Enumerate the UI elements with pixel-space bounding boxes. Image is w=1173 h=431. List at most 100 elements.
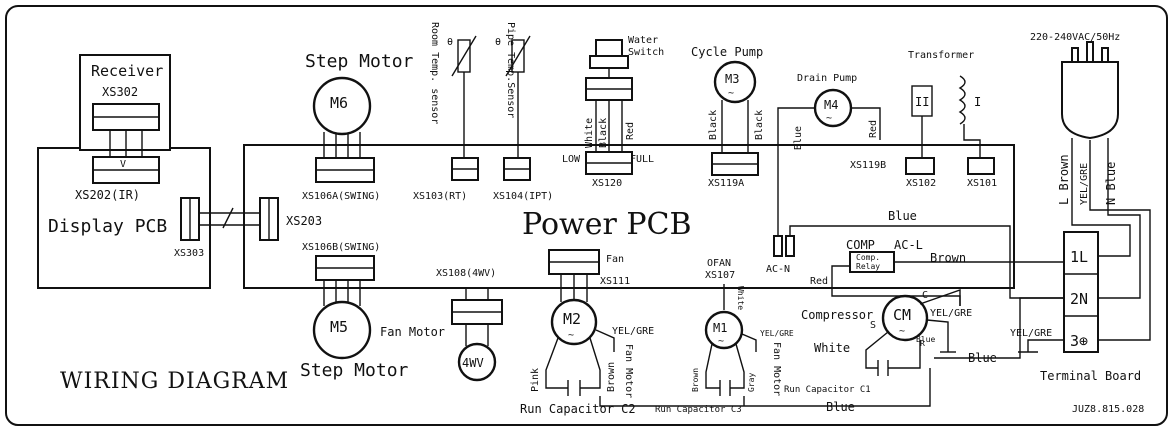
ac-l-label: AC-L [894,238,923,252]
terminal-1l-label: 1L [1070,248,1088,266]
xs104-connector [503,157,531,181]
plug-l-brown-label: L Brown [1057,154,1071,205]
transformer-label: Transformer [908,50,974,61]
xs106b-label: XS106B(SWING) [302,242,380,253]
xs106a-connector [315,157,375,183]
xs104-label: XS104(IPT) [493,191,553,202]
4wv-label: 4WV [462,356,484,370]
xs119a-label: XS119A [708,178,744,189]
fan-motor-m2-label: Fan Motor [623,344,634,398]
yel-gre-tb-label: YEL/GRE [1010,328,1052,339]
fan-label: Fan [606,254,624,265]
ac-n-connector [773,235,795,257]
m6-label: M6 [330,94,348,112]
terminal-2n-label: 2N [1070,290,1088,308]
red-mid-label: Red [810,276,828,287]
supply-label: 220-240VAC/50Hz [1030,32,1120,43]
s-term-label: S [870,320,876,331]
terminal-board [1063,231,1099,353]
motor-m1 [704,310,744,350]
compressor-cm [881,294,929,342]
r-term-label: R [920,339,925,348]
terminal-board-label: Terminal Board [1040,369,1141,383]
xs203-connector [259,197,279,241]
motor-m2 [550,298,598,346]
brown-m2-label: Brown [606,362,617,392]
black-wire-label: Black [598,118,609,148]
xs103-connector [451,157,479,181]
xs303-connector [180,197,200,241]
xs203-label: XS203 [286,214,322,228]
svg-text:~: ~ [899,326,905,337]
blue-cm-label: Blue [916,335,935,344]
yel-gre-m2-label: YEL/GRE [612,326,654,337]
comp-label: COMP [846,238,875,252]
gray-m1-label: Gray [747,373,756,392]
outer-frame [5,5,1168,426]
xs101-connector [967,157,995,175]
svg-text:~: ~ [718,336,724,347]
comp-relay-label: Comp.Relay [856,253,880,271]
c-term-label: C [922,290,928,301]
white-m1-label: White [736,286,745,310]
svg-text:θ: θ [495,37,501,48]
run-cap-c1-label: Run Capacitor C1 [784,385,871,395]
svg-text:θ: θ [447,37,453,48]
xs108-label: XS108(4WV) [436,268,496,279]
low-label: LOW [562,154,581,165]
xs111-label: XS111 [600,276,630,287]
drawing-code: JUZ8.815.028 [1072,404,1144,415]
blue-drain-label: Blue [793,126,804,150]
brown-m1-label: Brown [691,368,700,392]
room-temp-sensor-label: Room Temp. sensor [429,22,440,124]
step-motor-top-label: Step Motor [305,51,414,72]
cycle-pump-label: Cycle Pump [691,45,763,59]
svg-text:~: ~ [568,330,574,341]
compressor-label: Compressor [801,308,873,322]
xs119a-connector [711,152,759,176]
red-drain-label: Red [868,120,879,138]
ac-n-label: AC-N [766,264,790,275]
motor-m5 [312,300,372,360]
svg-text:V: V [120,159,126,170]
xs106b-connector [315,255,375,281]
wiring-diagram-title: WIRING DIAGRAM [60,369,289,394]
transformer-ii-label: II [915,95,929,109]
xs106a-label: XS106A(SWING) [302,191,380,202]
white-wire-label: White [584,118,595,148]
xs101-label: XS101 [967,178,997,189]
brown-label: Brown [930,251,966,265]
xs119b-label: XS119B [850,160,886,171]
svg-text:~: ~ [826,113,832,124]
power-plug [1061,61,1119,140]
yel-gre-m1-label: YEL/GRE [760,329,794,338]
xs111-connector [548,249,600,275]
plug-n-blue-label: N Blue [1104,162,1118,205]
receiver-box [79,54,171,151]
m3-label: M3 [725,72,739,86]
blue-top-label: Blue [888,209,917,223]
full-label: FULL [630,154,654,165]
motor-m6 [312,76,372,136]
m5-label: M5 [330,318,348,336]
four-way-valve [457,342,497,382]
run-cap-c2-label: Run Capacitor C2 [520,402,636,416]
xs103-label: XS103(RT) [413,191,467,202]
m4-label: M4 [824,98,838,112]
pink-label: Pink [530,368,541,392]
yel-gre-cm-label: YEL/GRE [930,308,972,319]
run-cap-c3-label: Run Capacitor C3 [655,405,742,415]
power-pcb-label: Power PCB [522,207,692,242]
svg-text:~: ~ [728,88,734,99]
transformer-i-label: I [974,95,981,109]
ofan-label: OFAN [707,258,731,269]
water-switch [589,39,629,69]
xs303-label: XS303 [174,248,204,259]
red-wire-label: Red [625,122,636,140]
xs302-label: XS302 [102,85,138,99]
xs108-connector [451,299,503,325]
fan-motor-m1-label: Fan Motor [771,342,782,396]
step-motor-bottom-label: Step Motor [300,360,409,381]
